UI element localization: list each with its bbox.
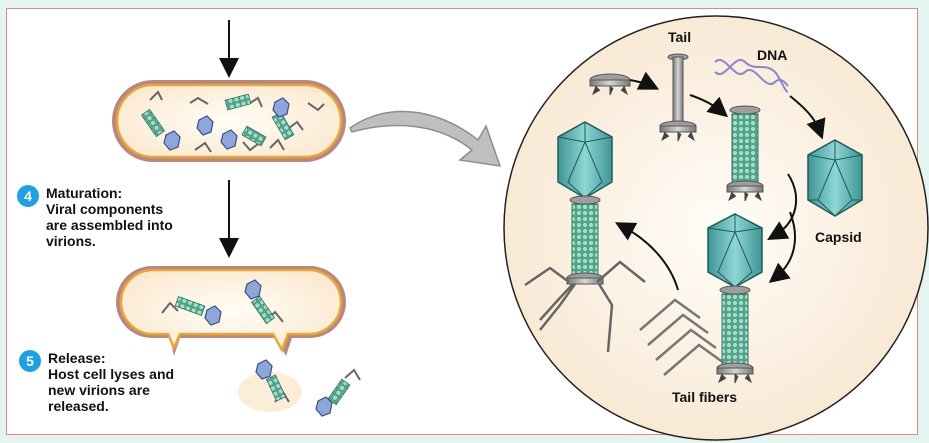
capsid-icon	[807, 139, 863, 217]
process-arrow-6	[614, 222, 679, 291]
process-arrow-4	[767, 173, 797, 241]
step-5-line-1: Host cell lyses and	[48, 366, 175, 382]
step-5-text: Release: Host cell lyses and new virions…	[48, 350, 174, 414]
step-4-text: Maturation: Viral components are assembl…	[46, 185, 173, 249]
tail-fibers-icon	[639, 298, 725, 376]
step-5-badge: 5	[19, 350, 41, 372]
process-arrow-5	[768, 211, 796, 284]
step-4-line-1: Viral components	[46, 201, 164, 217]
label-tail: Tail	[668, 29, 691, 45]
tail-icon	[659, 53, 697, 142]
step-4-line-2: are assembled into	[46, 217, 173, 233]
zoom-arrow	[349, 110, 502, 167]
process-arrow-3	[789, 95, 826, 140]
label-tail-fibers: Tail fibers	[672, 389, 737, 405]
bacterial-cell-release	[116, 266, 361, 417]
step-5-title: Release:	[48, 350, 106, 366]
label-capsid: Capsid	[815, 229, 862, 245]
baseplate-icon	[589, 73, 631, 96]
step-5-line-2: new virions are	[48, 382, 150, 398]
dna-icon	[714, 58, 789, 93]
assembled-head-tail-icon	[707, 213, 763, 384]
process-arrow-1	[629, 71, 660, 90]
step-4-badge: 4	[17, 185, 39, 207]
assembled-tail-icon	[726, 105, 764, 202]
step-5-line-3: released.	[48, 398, 109, 414]
bacterial-cell-maturation	[112, 80, 346, 162]
process-arrow-2	[689, 94, 729, 118]
label-dna: DNA	[757, 47, 787, 63]
step-4-line-3: virions.	[46, 233, 96, 249]
complete-virion-icon	[524, 121, 646, 353]
step-4-title: Maturation:	[46, 185, 123, 201]
